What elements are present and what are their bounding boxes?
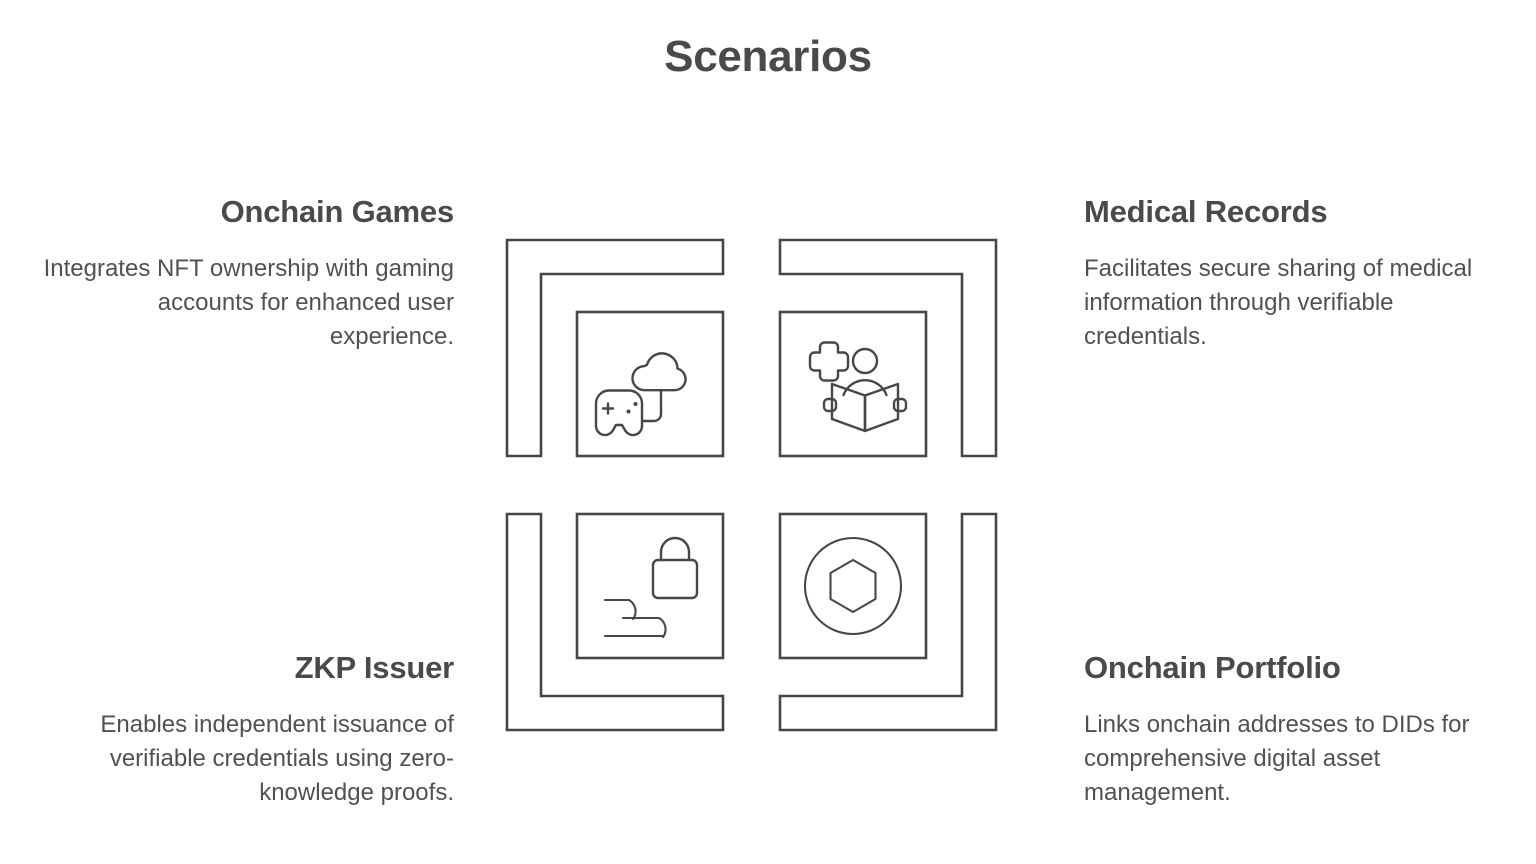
scenario-icon-cell-onchain-games (495, 228, 760, 498)
bracket-frame-top-left (505, 238, 725, 458)
scenario-heading-onchain-games: Onchain Games (220, 194, 455, 229)
scenario-body-onchain-portfolio: Links onchain addresses to DIDs for comp… (1084, 710, 1470, 806)
icon-square-onchain-portfolio (778, 512, 928, 660)
scenario-text-onchain-games: Onchain Games Integrates NFT ownership w… (42, 194, 455, 354)
page-title: Scenarios (664, 32, 872, 81)
bracket-frame-bottom-right (778, 512, 998, 732)
scenario-icon-cell-medical-records (778, 228, 1043, 498)
padlock-credential-icon (603, 536, 699, 639)
icon-square-zkp-issuer (575, 512, 725, 660)
scenario-text-medical-records: Medical Records Facilitates secure shari… (1084, 194, 1504, 354)
scenario-text-zkp-issuer: ZKP Issuer Enables independent issuance … (42, 650, 454, 810)
scenario-heading-medical-records: Medical Records (1084, 194, 1328, 229)
icon-square-onchain-games (575, 310, 725, 458)
circle-hexagon-token-icon (803, 536, 903, 636)
bracket-frame-top-right (778, 238, 998, 458)
medical-person-book-icon (808, 341, 908, 433)
scenario-body-zkp-issuer: Enables independent issuance of verifiab… (100, 710, 454, 806)
scenario-icon-cell-onchain-portfolio (778, 510, 1043, 780)
icon-square-medical-records (778, 310, 928, 458)
scenario-icon-cell-zkp-issuer (495, 510, 760, 780)
scenario-heading-zkp-issuer: ZKP Issuer (294, 650, 455, 685)
scenario-body-onchain-games: Integrates NFT ownership with gaming acc… (43, 254, 454, 350)
scenario-heading-onchain-portfolio: Onchain Portfolio (1084, 650, 1341, 685)
bracket-frame-bottom-left (505, 512, 725, 732)
cloud-gamepad-icon (594, 352, 687, 437)
scenario-text-onchain-portfolio: Onchain Portfolio Links onchain addresse… (1084, 650, 1504, 810)
scenario-body-medical-records: Facilitates secure sharing of medical in… (1084, 254, 1473, 350)
scenario-icon-grid (495, 228, 1043, 780)
